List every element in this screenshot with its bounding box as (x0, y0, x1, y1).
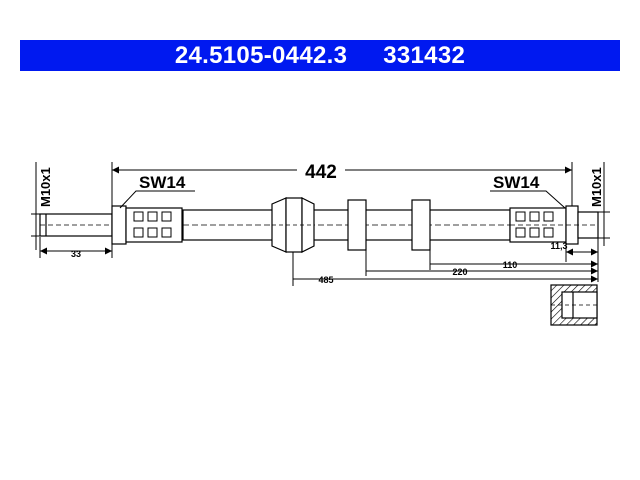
hose-body (182, 209, 511, 241)
dimension-220-label: 220 (452, 267, 467, 277)
left-fitting-dimension-label: 33 (71, 249, 81, 259)
left-wrench-leader (119, 190, 195, 209)
grommet-clamp (271, 197, 315, 253)
overall-length-label: 442 (305, 162, 337, 183)
bracket-2 (411, 199, 431, 251)
right-fitting (509, 205, 599, 245)
port-section-detail (550, 284, 600, 326)
right-wrench-leader (490, 190, 566, 209)
bracket-1 (347, 199, 367, 251)
left-wrench-size-label: SW14 (139, 173, 186, 192)
right-tip-dimension-label: 11,3 (550, 241, 567, 251)
left-fitting-dimension (39, 237, 113, 258)
left-fitting (39, 205, 183, 245)
right-wrench-size-label: SW14 (493, 173, 540, 192)
left-thread-label: M10x1 (38, 167, 53, 207)
overall-length-dimension (111, 162, 573, 206)
title-bar: 24.5105-0442.3 331432 (20, 40, 620, 71)
part-number: 24.5105-0442.3 (174, 41, 348, 69)
right-tip-dimension (565, 238, 599, 262)
reference-number: 331432 (383, 41, 466, 69)
right-thread-label: M10x1 (589, 167, 604, 207)
position-dimensions (292, 250, 599, 286)
dimension-485-label: 485 (318, 275, 333, 285)
dimension-110-label: 110 (503, 260, 518, 270)
left-thread-dimension (31, 162, 45, 250)
